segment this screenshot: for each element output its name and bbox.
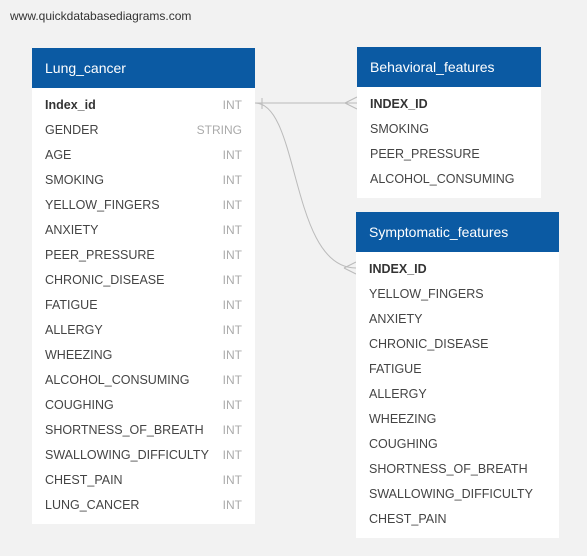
entity-behavioral-features[interactable]: Behavioral_features INDEX_ID SMOKING PEER_… — [357, 47, 541, 198]
field-row[interactable]: INDEX_ID — [357, 92, 541, 117]
field-row[interactable]: ALCOHOL_CONSUMING — [357, 167, 541, 192]
field-name: SWALLOWING_DIFFICULTY — [45, 448, 209, 462]
watermark: www.quickdatabasediagrams.com — [10, 9, 192, 23]
entity-title[interactable]: Lung_cancer — [32, 48, 255, 88]
field-name: COUGHING — [369, 437, 438, 451]
field-name: ALCOHOL_CONSUMING — [370, 172, 515, 186]
field-row[interactable]: AGE INT — [32, 143, 255, 168]
field-row[interactable]: SWALLOWING_DIFFICULTY — [356, 482, 559, 507]
field-type: INT — [222, 473, 242, 487]
field-type: INT — [222, 373, 242, 387]
field-row[interactable]: CHRONIC_DISEASE — [356, 332, 559, 357]
field-row[interactable]: ALCOHOL_CONSUMING INT — [32, 368, 255, 393]
field-name: AGE — [45, 148, 72, 162]
field-name: YELLOW_FINGERS — [45, 198, 160, 212]
field-name: PEER_PRESSURE — [370, 147, 480, 161]
field-name: FATIGUE — [45, 298, 98, 312]
field-row[interactable]: SMOKING — [357, 117, 541, 142]
field-name: WHEEZING — [369, 412, 437, 426]
field-name: INDEX_ID — [369, 262, 427, 276]
field-row[interactable]: ANXIETY INT — [32, 218, 255, 243]
crowfoot-behavioral — [344, 96, 358, 110]
field-row[interactable]: SWALLOWING_DIFFICULTY INT — [32, 443, 255, 468]
field-row[interactable]: WHEEZING INT — [32, 343, 255, 368]
field-row[interactable]: YELLOW_FINGERS — [356, 282, 559, 307]
field-row[interactable]: FATIGUE — [356, 357, 559, 382]
field-list: INDEX_ID SMOKING PEER_PRESSURE ALCOHOL_CONS… — [357, 87, 541, 198]
field-row[interactable]: CHRONIC_DISEASE INT — [32, 268, 255, 293]
field-name: CHEST_PAIN — [369, 512, 447, 526]
entity-title[interactable]: Symptomatic_features — [356, 212, 559, 252]
field-row[interactable]: GENDER STRING — [32, 118, 255, 143]
field-row[interactable]: INDEX_ID — [356, 257, 559, 282]
field-type: STRING — [196, 123, 242, 137]
field-list: INDEX_ID YELLOW_FINGERS ANXIETY CHRONIC_DIS… — [356, 252, 559, 538]
field-row[interactable]: SMOKING INT — [32, 168, 255, 193]
field-name: WHEEZING — [45, 348, 113, 362]
field-type: INT — [222, 448, 242, 462]
field-type: INT — [222, 298, 242, 312]
field-type: INT — [222, 173, 242, 187]
field-row[interactable]: PEER_PRESSURE — [357, 142, 541, 167]
field-name: YELLOW_FINGERS — [369, 287, 484, 301]
field-name: ALCOHOL_CONSUMING — [45, 373, 190, 387]
field-name: PEER_PRESSURE — [45, 248, 155, 262]
field-type: INT — [222, 223, 242, 237]
field-name: COUGHING — [45, 398, 114, 412]
field-type: INT — [222, 348, 242, 362]
field-row[interactable]: Index_id INT — [32, 93, 255, 118]
field-type: INT — [222, 148, 242, 162]
field-name: SHORTNESS_OF_BREATH — [369, 462, 528, 476]
field-row[interactable]: LUNG_CANCER INT — [32, 493, 255, 518]
field-type: INT — [222, 498, 242, 512]
field-name: SMOKING — [370, 122, 430, 136]
field-name: CHRONIC_DISEASE — [45, 273, 165, 287]
field-row[interactable]: COUGHING — [356, 432, 559, 457]
entity-symptomatic-features[interactable]: Symptomatic_features INDEX_ID YELLOW_FING… — [356, 212, 559, 538]
field-name: INDEX_ID — [370, 97, 428, 111]
field-type: INT — [222, 423, 242, 437]
field-type: INT — [222, 323, 242, 337]
field-name: ALLERGY — [369, 387, 427, 401]
field-name: ALLERGY — [45, 323, 103, 337]
field-row[interactable]: CHEST_PAIN INT — [32, 468, 255, 493]
field-row[interactable]: CHEST_PAIN — [356, 507, 559, 532]
field-type: INT — [222, 98, 242, 112]
field-name: CHEST_PAIN — [45, 473, 123, 487]
field-name: SMOKING — [45, 173, 105, 187]
field-name: ANXIETY — [45, 223, 99, 237]
field-row[interactable]: PEER_PRESSURE INT — [32, 243, 255, 268]
field-name: CHRONIC_DISEASE — [369, 337, 489, 351]
field-row[interactable]: ALLERGY — [356, 382, 559, 407]
field-type: INT — [222, 248, 242, 262]
field-name: LUNG_CANCER — [45, 498, 140, 512]
relation-line-symptomatic — [254, 102, 357, 269]
field-row[interactable]: SHORTNESS_OF_BREATH INT — [32, 418, 255, 443]
field-name: FATIGUE — [369, 362, 422, 376]
entity-title[interactable]: Behavioral_features — [357, 47, 541, 87]
field-row[interactable]: SHORTNESS_OF_BREATH — [356, 457, 559, 482]
field-type: INT — [222, 198, 242, 212]
field-row[interactable]: ALLERGY INT — [32, 318, 255, 343]
field-row[interactable]: ANXIETY — [356, 307, 559, 332]
field-row[interactable]: WHEEZING — [356, 407, 559, 432]
crowfoot-symptomatic — [343, 261, 357, 275]
field-name: Index_id — [45, 98, 96, 112]
field-name: SWALLOWING_DIFFICULTY — [369, 487, 533, 501]
field-name: ANXIETY — [369, 312, 423, 326]
field-row[interactable]: COUGHING INT — [32, 393, 255, 418]
field-row[interactable]: YELLOW_FINGERS INT — [32, 193, 255, 218]
field-name: SHORTNESS_OF_BREATH — [45, 423, 204, 437]
field-name: GENDER — [45, 123, 99, 137]
field-row[interactable]: FATIGUE INT — [32, 293, 255, 318]
field-type: INT — [222, 398, 242, 412]
field-type: INT — [222, 273, 242, 287]
